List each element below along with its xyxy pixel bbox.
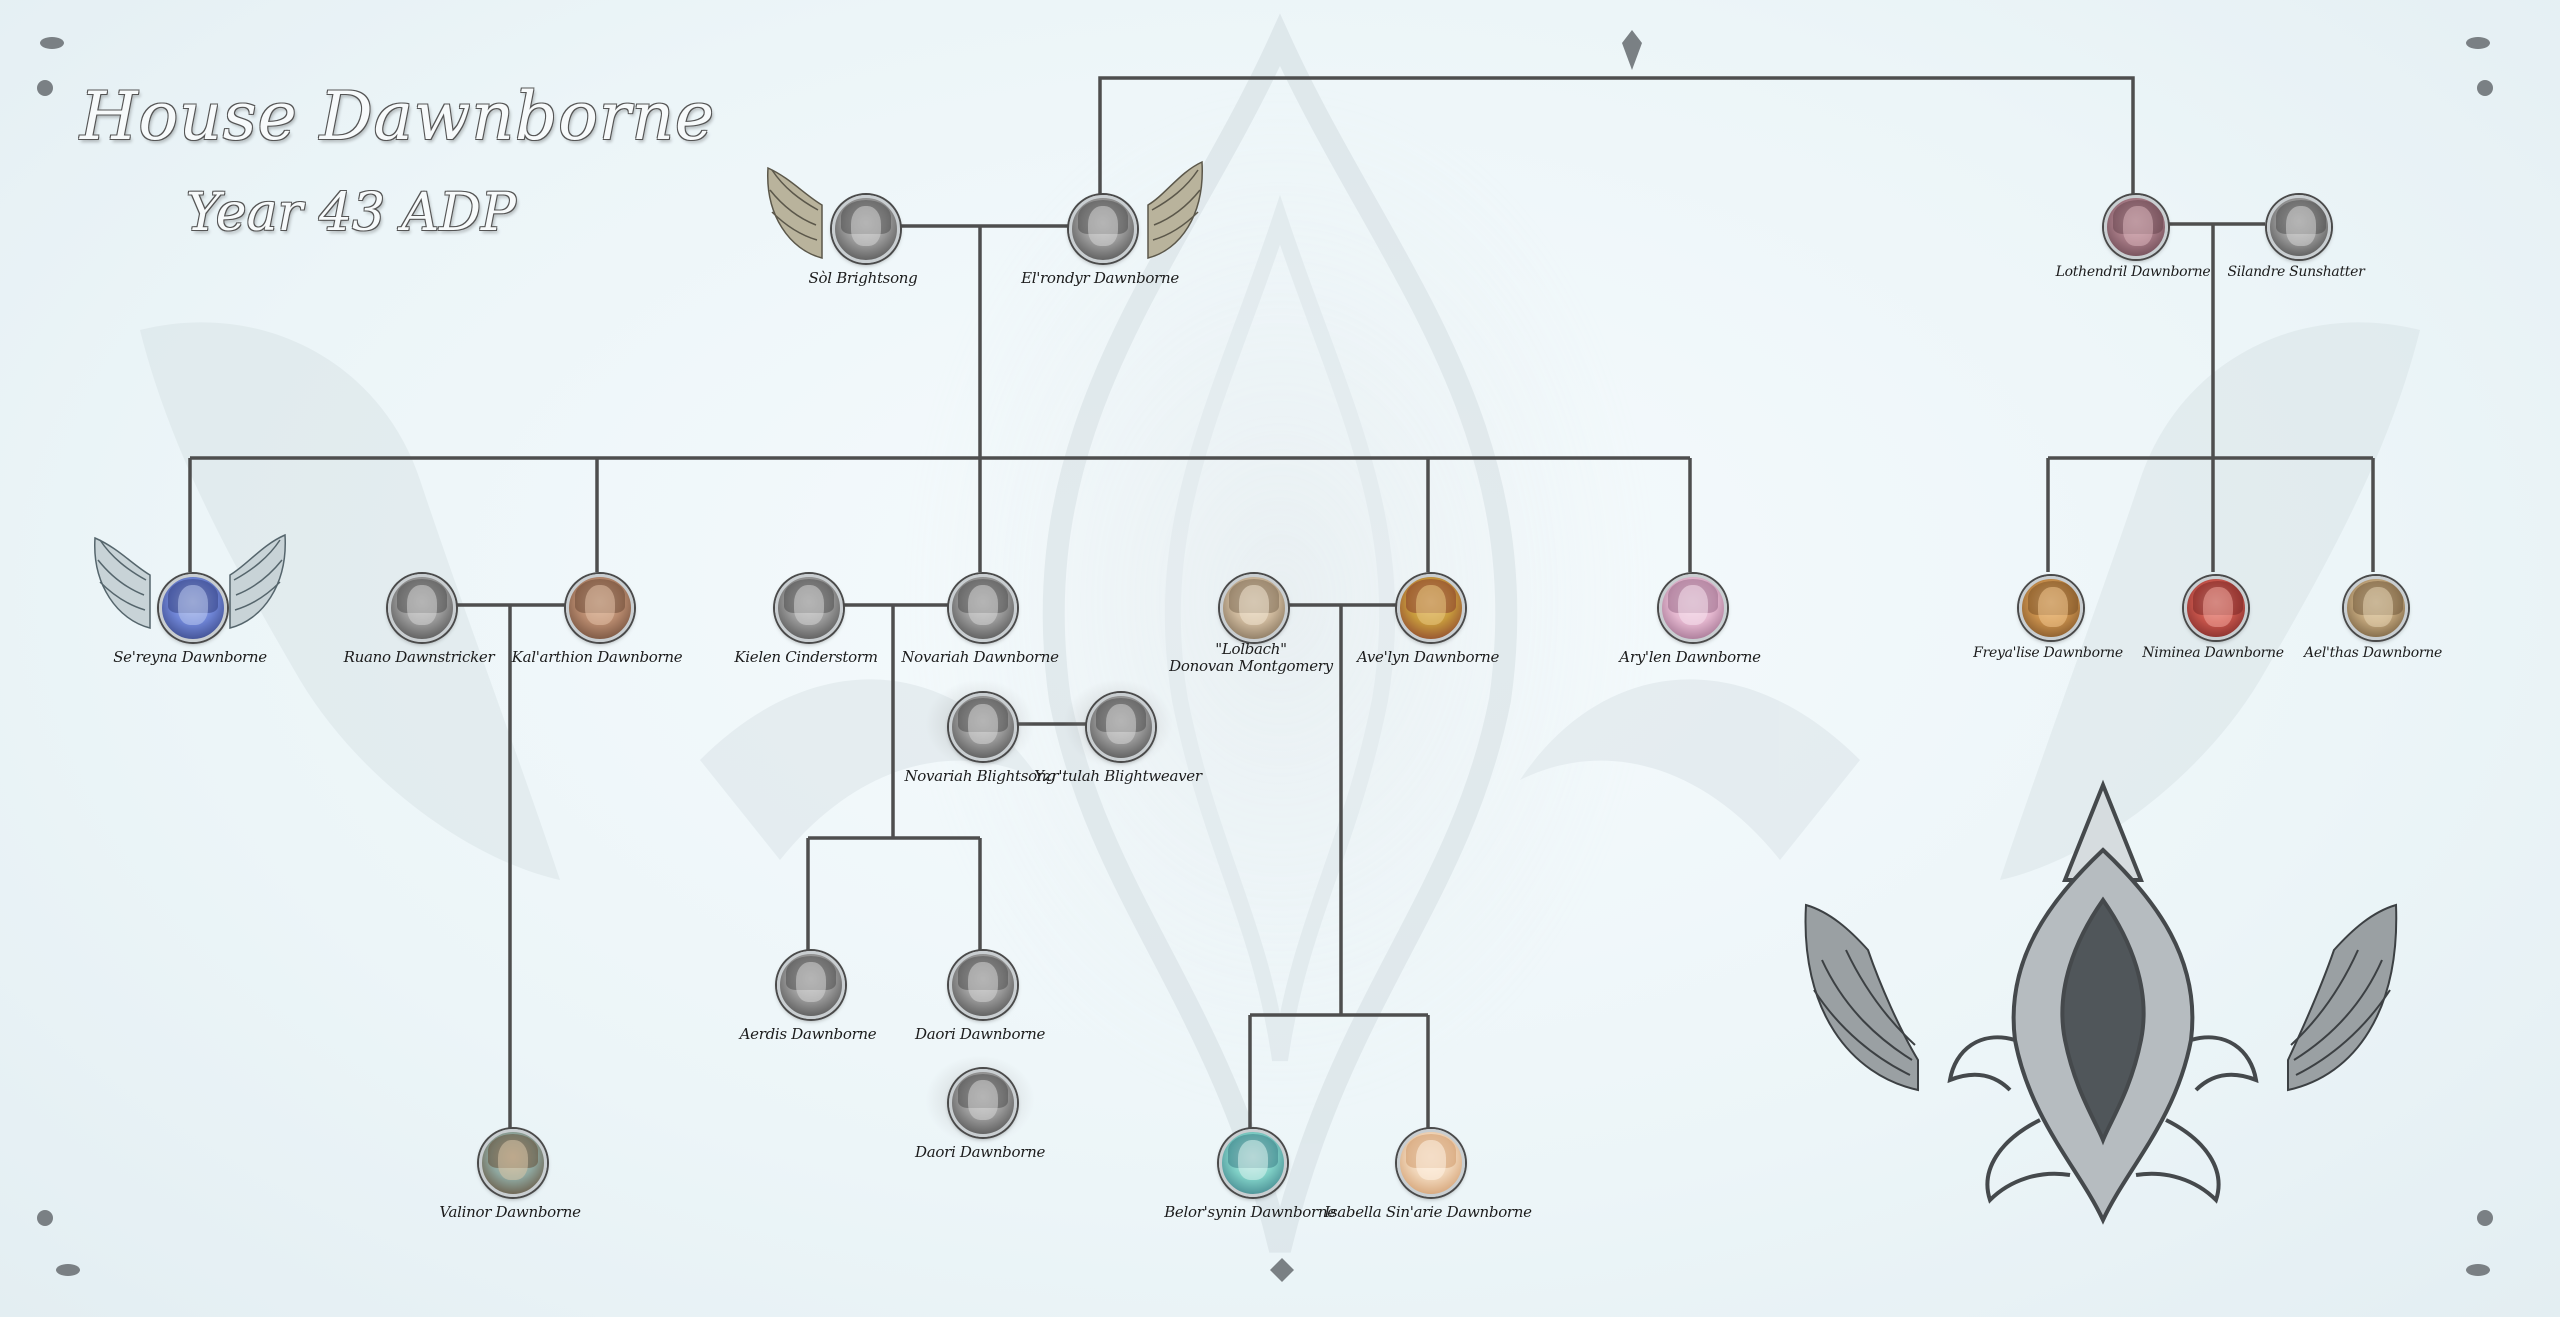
portrait-face [968,962,998,1002]
member-fullname: Donovan Montgomery [1169,657,1333,675]
portrait-niminea[interactable] [2184,576,2248,640]
portrait-isabella[interactable] [1397,1129,1465,1197]
member-name-daori_b: Daori Dawnborne [914,1143,1046,1161]
portrait-face [1416,1140,1446,1180]
member-name-kielen: Kielen Cinderstorm [734,648,878,666]
member-name-ruano: Ruano Dawnstricker [343,648,495,666]
portrait-lolbach[interactable] [1220,574,1288,642]
member-name-sol: Sòl Brightsong [808,269,918,287]
member-name-isabella: Isabella Sin'arie Dawnborne [1324,1203,1532,1221]
member-name-lolbach: "Lolbach"Donovan Montgomery [1169,641,1333,675]
portrait-novariah[interactable] [949,574,1017,642]
portrait-avelyn[interactable] [1397,574,1465,642]
house-emblem [1804,779,2398,1225]
portrait-face [2363,587,2393,627]
portrait-face [968,1080,998,1120]
portrait-face [1088,206,1118,246]
member-name-belorsynin: Belor'synin Dawnborne [1164,1203,1336,1221]
member-name-niminea: Niminea Dawnborne [2142,645,2284,661]
portrait-face [968,704,998,744]
portrait-face [2203,587,2233,627]
ornate-frame [42,40,2488,1273]
wing-decorations [94,160,1203,629]
portrait-face [1239,585,1269,625]
member-name-silandre: Silandre Sunshatter [2227,264,2365,280]
portrait-silandre[interactable] [2267,195,2331,259]
frame-finials [37,30,2493,1282]
portrait-kalarthion[interactable] [566,574,634,642]
portrait-sol[interactable] [832,195,900,263]
member-name-novariah_b: Novariah Blightsong [904,767,1056,785]
house-year-subtitle: Year 43 ADP [186,183,516,243]
portrait-aerdis[interactable] [777,951,845,1019]
portrait-daori[interactable] [949,951,1017,1019]
member-name-yzrtulah: Yzr'tulah Blightweaver [1034,767,1202,785]
member-name-aerdis: Aerdis Dawnborne [739,1025,877,1043]
portrait-yzrtulah[interactable] [1087,693,1155,761]
portrait-face [1678,585,1708,625]
gold-wing-left-icon [767,166,823,259]
portrait-sereyna[interactable] [159,574,227,642]
portrait-face [851,206,881,246]
member-name-daori: Daori Dawnborne [914,1025,1046,1043]
portrait-face [796,962,826,1002]
portrait-elrondyr[interactable] [1069,195,1137,263]
portrait-face [1416,585,1446,625]
member-name-sereyna: Se'reyna Dawnborne [113,648,267,666]
portrait-lothendril[interactable] [2104,195,2168,259]
portrait-belorsynin[interactable] [1219,1129,1287,1197]
member-name-aelthas: Ael'thas Dawnborne [2304,645,2442,661]
silver-wing-left-icon [94,536,151,629]
silver-wing-right-icon [229,533,286,629]
emblem-crest-icon [1947,779,2259,1225]
portrait-face [585,585,615,625]
member-name-arylen: Ary'len Dawnborne [1619,648,1761,666]
portrait-valinor[interactable] [479,1129,547,1197]
portrait-face [968,585,998,625]
portrait-face [1106,704,1136,744]
portrait-face [2038,587,2068,627]
portrait-novariah_b[interactable] [949,693,1017,761]
background-wing-left [140,322,560,880]
portrait-face [2286,206,2316,246]
member-name-elrondyr: El'rondyr Dawnborne [1021,269,1179,287]
member-nickname: "Lolbach" [1215,640,1287,658]
portrait-face [178,585,208,625]
portrait-face [407,585,437,625]
portrait-ruano[interactable] [388,574,456,642]
portrait-freyalise[interactable] [2019,576,2083,640]
member-name-valinor: Valinor Dawnborne [439,1203,581,1221]
portrait-face [498,1140,528,1180]
portrait-aelthas[interactable] [2344,576,2408,640]
portrait-face [794,585,824,625]
member-name-freyalise: Freya'lise Dawnborne [1973,645,2123,661]
portrait-face [2123,206,2153,246]
connector-lines [188,76,2375,1128]
portrait-kielen[interactable] [775,574,843,642]
member-name-avelyn: Ave'lyn Dawnborne [1356,648,1500,666]
emblem-wing-right-icon [2287,903,2398,1092]
portrait-daori_b[interactable] [949,1069,1017,1137]
portrait-face [1238,1140,1268,1180]
portrait-arylen[interactable] [1659,574,1727,642]
emblem-wing-left-icon [1804,903,1919,1092]
member-name-kalarthion: Kal'arthion Dawnborne [511,648,683,666]
member-name-novariah: Novariah Dawnborne [901,648,1059,666]
member-name-lothendril: Lothendril Dawnborne [2055,264,2211,280]
house-title: House Dawnborne [80,78,716,155]
gold-wing-right-icon [1147,160,1203,259]
